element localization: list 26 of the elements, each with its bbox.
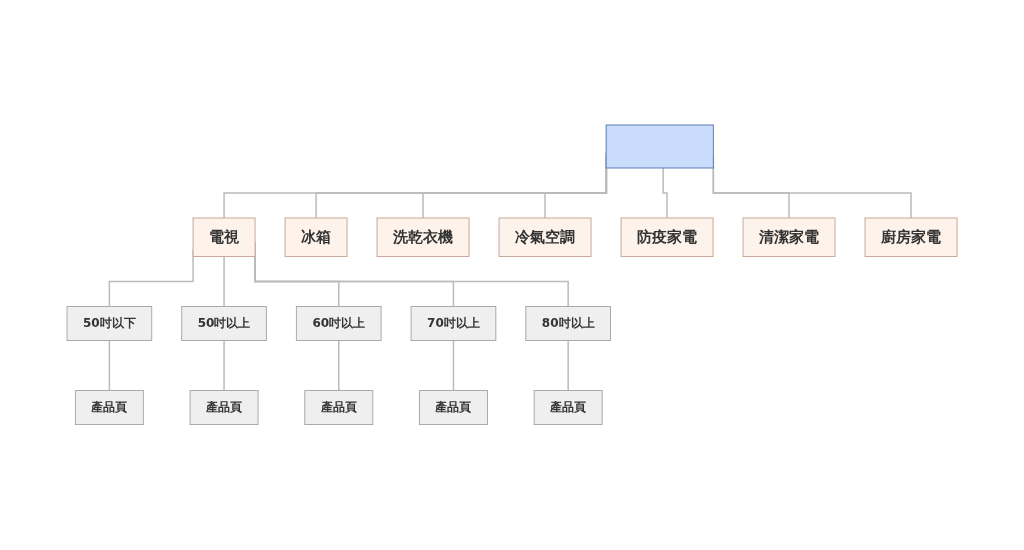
node-box: 防疫家電 [620, 217, 714, 258]
node-box [605, 124, 714, 169]
connector [452, 340, 455, 392]
node-box: 產品頁 [74, 390, 144, 426]
node-box: 60吋以上 [295, 306, 382, 342]
node-box: 清潔家電 [742, 217, 836, 258]
node-box: 產品頁 [304, 390, 374, 426]
node-box: 廚房家電 [864, 217, 958, 258]
connector [662, 167, 668, 219]
node-box: 產品頁 [533, 390, 603, 426]
connector [223, 256, 225, 308]
node-box: 80吋以上 [525, 306, 611, 342]
node-box: 洗乾衣機 [376, 217, 470, 258]
node-box: 產品頁 [189, 390, 259, 426]
connector [567, 340, 569, 392]
connector [338, 340, 340, 392]
node-box: 50吋以下 [66, 306, 153, 342]
node-box: 50吋以上 [181, 306, 267, 342]
connector [108, 340, 111, 392]
node-box: 電視 [192, 217, 256, 258]
node-box: 冰箱 [284, 217, 348, 258]
node-box: 產品頁 [418, 390, 488, 426]
node-box: 冷氣空調 [498, 217, 592, 258]
node-box: 70吋以上 [410, 306, 497, 342]
connector [223, 340, 225, 392]
connector [544, 167, 608, 219]
